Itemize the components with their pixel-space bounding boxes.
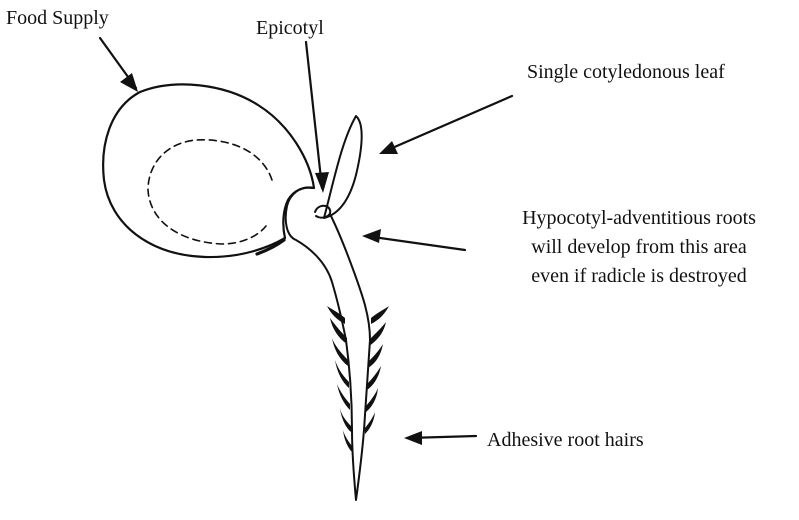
root-hair: [367, 366, 381, 390]
hypocotyl-label-line: will develop from this area: [478, 233, 799, 262]
root-hair: [371, 306, 389, 324]
seed-edge-shading: [257, 240, 284, 254]
root-hair: [340, 408, 351, 432]
root-hairs: [327, 306, 389, 452]
epicotyl-curl: [315, 206, 330, 218]
hypocotyl-label: Hypocotyl-adventitious roots will develo…: [478, 204, 799, 291]
food-supply-seed: [103, 84, 314, 257]
root-hair: [366, 388, 378, 412]
root-hair: [337, 384, 350, 410]
root-hair: [365, 412, 375, 434]
root-hair: [343, 430, 352, 452]
food-supply-label: Food Supply: [6, 6, 109, 30]
hypocotyl-label-line: even if radicle is destroyed: [478, 262, 799, 291]
cotyledon-leaf: [324, 116, 362, 218]
arrowheads: [120, 73, 422, 445]
hypocotyl-stem: [286, 188, 370, 500]
root-hair: [369, 322, 386, 346]
root-hair: [327, 306, 345, 324]
root-hairs-label: Adhesive root hairs: [487, 428, 644, 452]
arrow-hypocotyl: [366, 236, 465, 250]
arrow-cotyledon: [383, 96, 512, 152]
arrows: [100, 38, 512, 438]
inner-dashed-outline: [148, 140, 272, 244]
hypocotyl-label-line: Hypocotyl-adventitious roots: [478, 204, 799, 233]
epicotyl-label: Epicotyl: [256, 16, 324, 40]
cotyledon-label: Single cotyledonous leaf: [527, 60, 725, 84]
